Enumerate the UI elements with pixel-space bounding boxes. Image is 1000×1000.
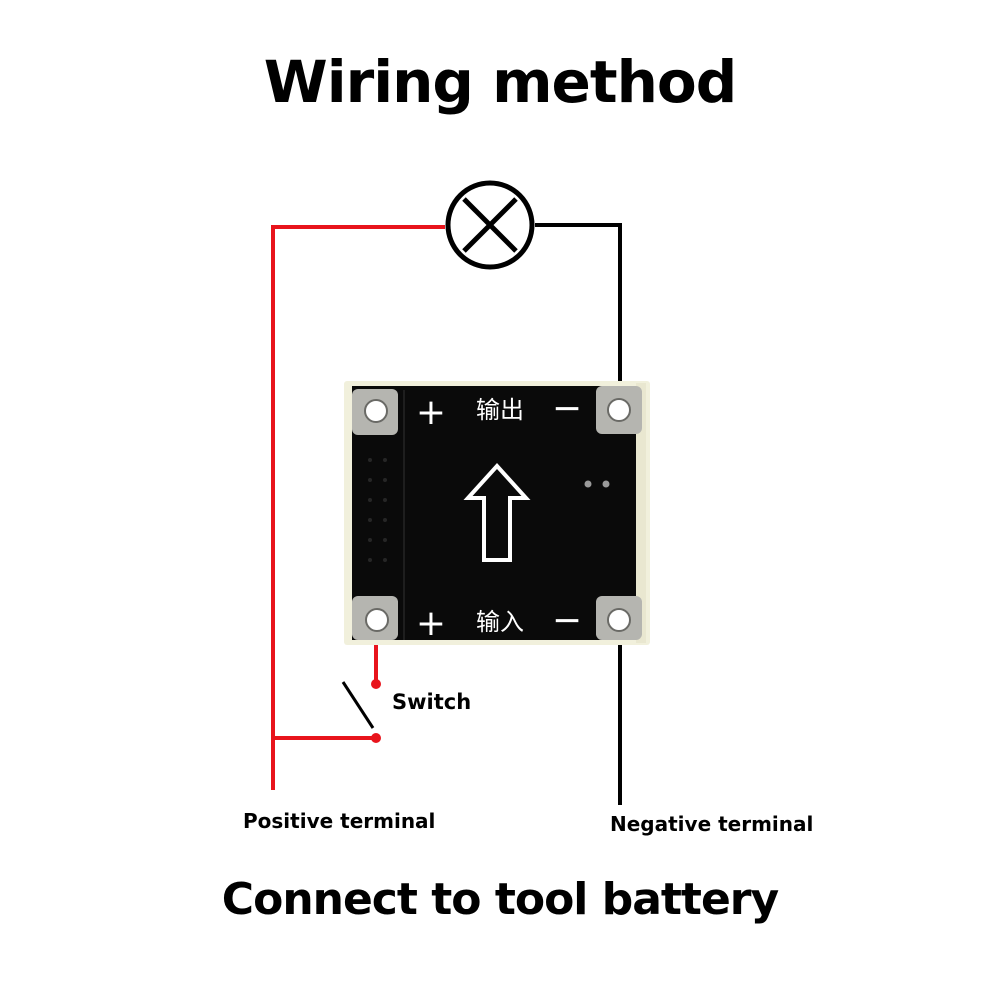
input-plus-label: + <box>416 603 446 644</box>
input-label: 输入 <box>476 608 524 636</box>
switch-lever <box>341 681 375 729</box>
lamp-symbol-icon <box>445 180 535 270</box>
page-title: Wiring method <box>263 48 738 116</box>
input-minus-label: − <box>552 600 582 641</box>
positive-terminal-label: Positive terminal <box>243 809 436 833</box>
output-label: 输出 <box>476 396 524 424</box>
positive-wire <box>271 225 445 790</box>
output-minus-label: − <box>552 388 582 429</box>
terminal-input-negative <box>596 596 642 640</box>
lamp-to-output-wire <box>535 223 622 400</box>
circuit-board: + 输出 − + 输入 − <box>344 381 650 645</box>
switch-contact-bottom <box>371 733 381 743</box>
switch-label: Switch <box>392 690 472 714</box>
output-plus-label: + <box>416 392 446 433</box>
terminal-input-positive <box>352 596 398 640</box>
terminal-output-negative <box>596 386 642 434</box>
terminal-top-left <box>352 389 398 435</box>
negative-terminal-label: Negative terminal <box>610 812 814 836</box>
up-arrow-icon <box>463 463 531 562</box>
footer-caption: Connect to tool battery <box>221 874 779 925</box>
